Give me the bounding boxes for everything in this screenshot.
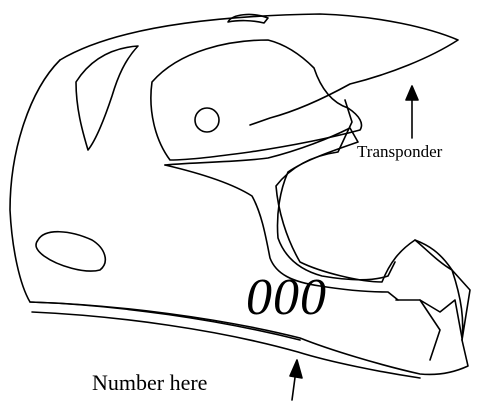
visor-screw-icon [195, 108, 219, 132]
visor-panel [151, 40, 362, 160]
transponder-arrowhead [406, 86, 418, 100]
visor-peak [60, 14, 458, 125]
helmet-shell [10, 60, 468, 375]
side-vent-lower [36, 232, 105, 271]
chin-guard-facet-2 [396, 300, 440, 360]
chin-guard-facet [420, 300, 462, 338]
chin-guard [415, 240, 470, 340]
number-arrowhead [290, 360, 302, 378]
number-here-label: Number here [92, 370, 207, 396]
transponder-label: Transponder [357, 142, 442, 162]
helmet-number: 000 [246, 268, 327, 327]
side-vent-upper [76, 46, 138, 150]
